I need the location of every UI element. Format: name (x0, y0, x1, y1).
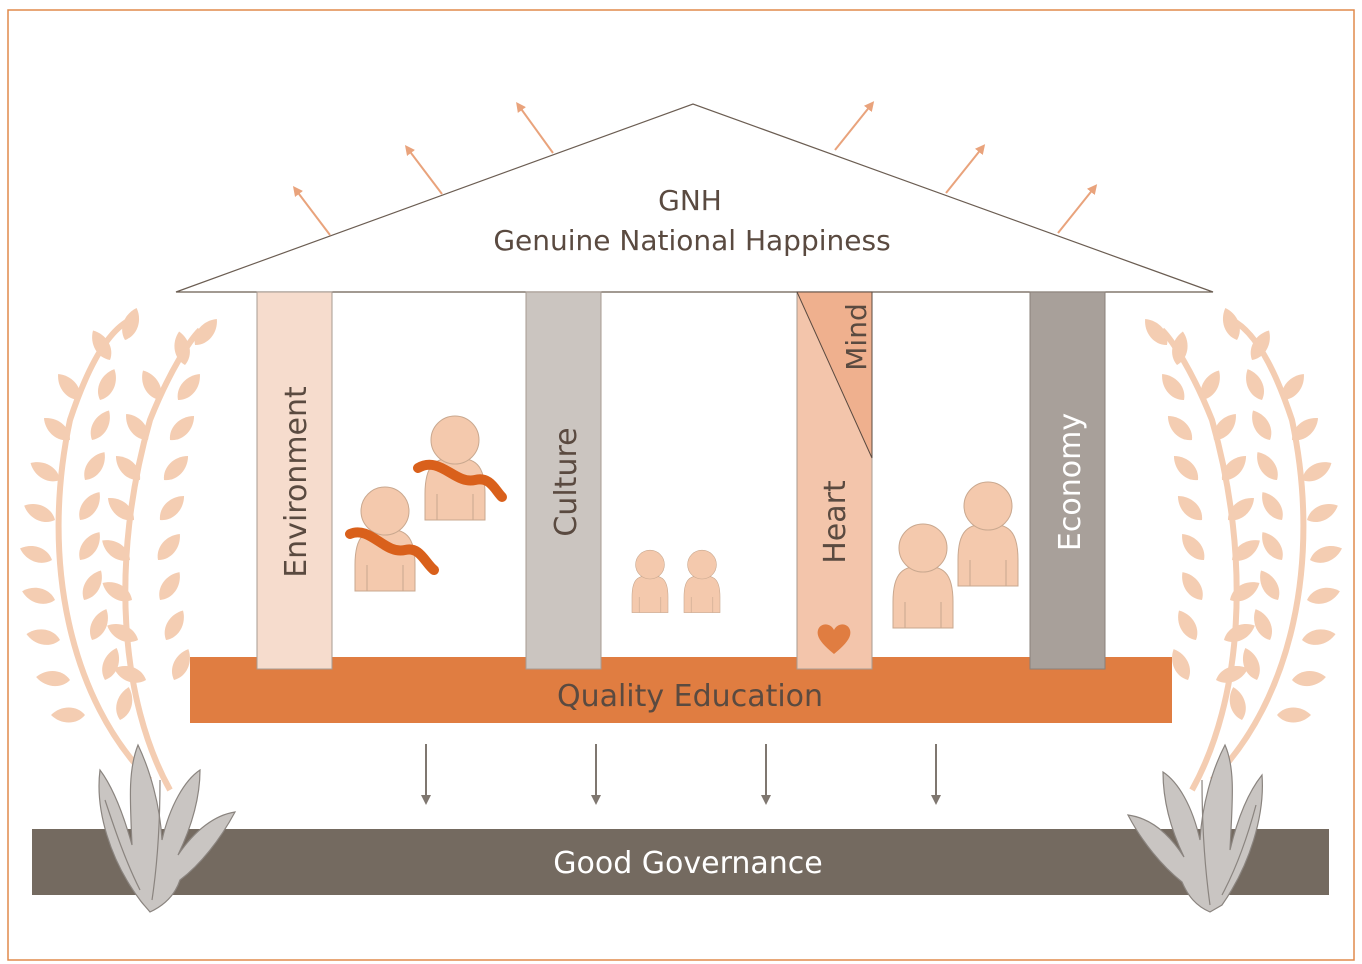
arrow-up-icon (834, 101, 875, 151)
roof-title: GNH (658, 184, 722, 217)
roof-arrows (292, 101, 1098, 236)
arrow-up-icon (292, 186, 331, 236)
right-laurel-icon (1139, 305, 1345, 792)
people-group-center (631, 549, 721, 613)
arrow-up-icon (1057, 184, 1098, 234)
pillar-economy-label: Economy (1053, 413, 1088, 551)
people-group-right (892, 481, 1019, 629)
foundation: Quality Education (190, 657, 1172, 723)
arrow-up-icon (516, 101, 554, 154)
roof: GNH Genuine National Happiness (175, 103, 1214, 293)
base-label: Good Governance (553, 846, 823, 881)
pillar-culture: Culture (525, 291, 602, 670)
heart-icon (817, 624, 851, 654)
down-arrows (421, 744, 941, 805)
pillar-environment: Environment (256, 291, 333, 670)
people-group-left (345, 415, 507, 592)
sash-icon (345, 527, 439, 575)
frame-border (7, 9, 1355, 961)
foundation-label: Quality Education (557, 679, 823, 714)
pillar-environment-label: Environment (279, 386, 314, 578)
pillar-mind-label: Mind (840, 303, 873, 370)
person-icon (892, 523, 954, 629)
arrow-up-icon (404, 145, 443, 195)
person-icon (631, 549, 669, 613)
pillar-heart-label: Heart (818, 480, 853, 564)
pillar-heart-mind: Heart Mind (796, 291, 873, 670)
pillar-culture-label: Culture (549, 427, 584, 536)
person-icon (957, 481, 1019, 587)
base: Good Governance (32, 829, 1329, 895)
left-laurel-icon (17, 305, 223, 792)
person-icon (683, 549, 721, 613)
sash-icon (413, 459, 507, 502)
grass-right-icon (1126, 743, 1263, 913)
person-icon (354, 486, 416, 592)
grass-left-icon (98, 743, 237, 913)
roof-subtitle: Genuine National Happiness (493, 224, 890, 257)
pillar-economy: Economy (1029, 291, 1106, 670)
arrow-up-icon (945, 144, 986, 194)
